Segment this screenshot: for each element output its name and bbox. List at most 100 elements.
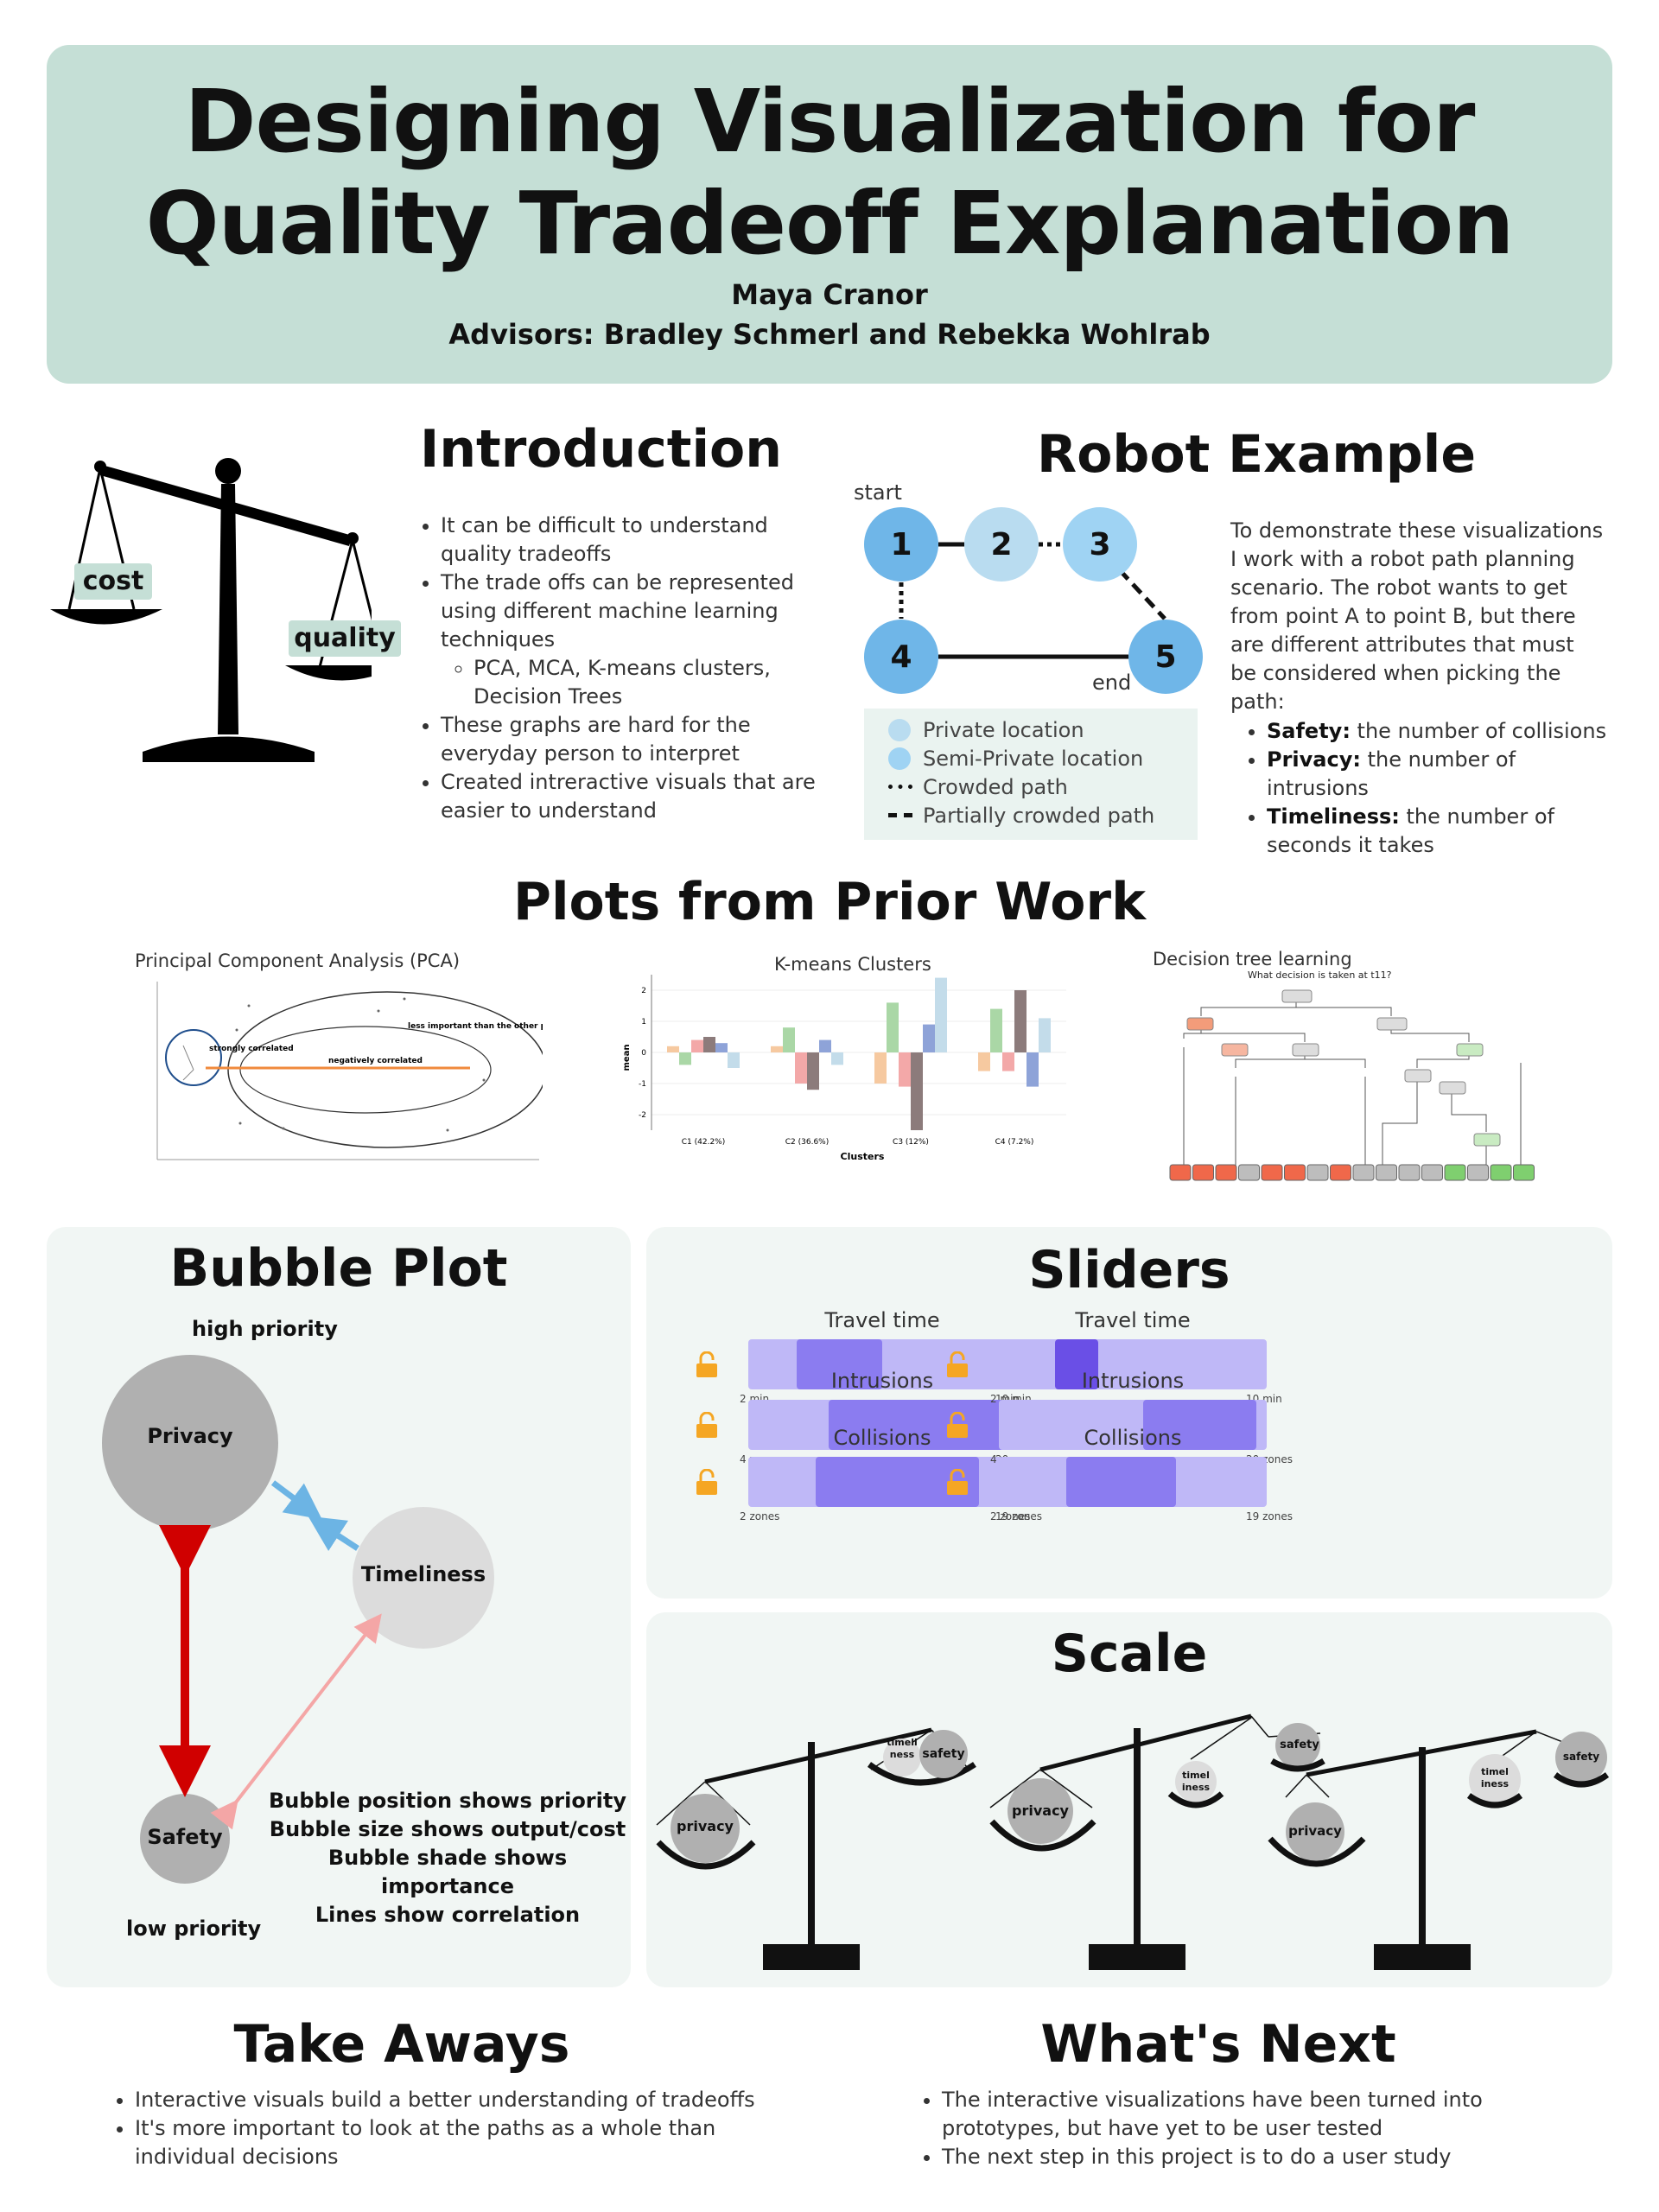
pca-plot: strongly correlated negatively correlate… [156, 982, 543, 1160]
scale3-privacy: privacy [1288, 1823, 1342, 1839]
kmeans-ytick: -1 [639, 1080, 646, 1089]
sliders-heading: Sliders [1028, 1240, 1230, 1300]
kmeans-bar [1039, 1018, 1051, 1052]
tree-leaf [1169, 1164, 1192, 1181]
kmeans-bar [874, 1052, 887, 1084]
safety-bubble-label: Safety [147, 1825, 223, 1849]
kmeans-bar [819, 1039, 831, 1052]
intro-bullet: The trade offs can be represented using … [441, 569, 821, 711]
safety-bubble [140, 1794, 230, 1884]
pca-annotation-less: less important than the other priority v… [408, 1022, 543, 1031]
tree-leaf [1352, 1164, 1375, 1181]
range-slider-track[interactable] [999, 1339, 1267, 1389]
range-slider-track[interactable] [748, 1457, 1016, 1507]
low-priority-label: low priority [126, 1916, 262, 1941]
kmeans-category-label: C2 (36.6%) [785, 1138, 829, 1147]
bubble-note: Bubble shade shows importance [327, 1846, 568, 1898]
kmeans-bar [887, 1002, 899, 1052]
whats-next-heading: What's Next [1040, 2014, 1396, 2075]
kmeans-bar [923, 1024, 935, 1052]
cost-quality-scale-icon [50, 458, 372, 762]
pca-annotation-strong: strongly correlated [209, 1045, 294, 1053]
take-aways-heading: Take Aways [233, 2014, 570, 2075]
tree-leaf [1444, 1164, 1466, 1181]
bubble-notes: Bubble position shows priority Bubble si… [268, 1787, 627, 1929]
cost-label: cost [74, 563, 152, 600]
range-slider-selection[interactable] [1065, 1457, 1176, 1507]
scale2-safety: safety [1280, 1738, 1319, 1751]
kmeans-bar [715, 1043, 728, 1052]
bubble-note: Bubble size shows output/cost [269, 1817, 626, 1841]
unlock-icon[interactable] [945, 1351, 968, 1377]
unlock-icon[interactable] [695, 1469, 717, 1495]
node-2: 2 [964, 507, 1039, 582]
unlock-icon[interactable] [945, 1412, 968, 1438]
kmeans-bar [667, 1046, 679, 1052]
quality-label: quality [289, 620, 401, 657]
path-3-5 [1118, 569, 1166, 620]
scale-1 [656, 1727, 976, 1970]
tree-title: Decision tree learning [1153, 949, 1352, 969]
start-label: start [854, 480, 902, 505]
tree-leaf [1306, 1164, 1329, 1181]
timeliness-bubble-label: Timeliness [360, 1562, 486, 1586]
slider-title: Collisions [833, 1426, 931, 1450]
tree-leaf [1284, 1164, 1306, 1181]
kmeans-title: K-means Clusters [774, 954, 931, 975]
slider-min-label: 2 zones [990, 1510, 1031, 1522]
node-4: 4 [864, 620, 938, 694]
tree-leaf [1215, 1164, 1237, 1181]
kmeans-bar [679, 1052, 691, 1065]
tree-leaf [1376, 1164, 1397, 1181]
robot-legend: Private location Semi-Private location C… [864, 709, 1198, 840]
robot-path-graph [899, 542, 1166, 659]
scale-2 [989, 1713, 1325, 1970]
slider-title: Travel time [1075, 1308, 1191, 1332]
robot-example-heading: Robot Example [1037, 424, 1477, 485]
range-slider-track[interactable] [999, 1457, 1267, 1507]
high-priority-label: high priority [192, 1317, 338, 1341]
range-slider-track[interactable] [748, 1339, 1016, 1389]
whats-next-bullet: The next step in this project is to do a… [942, 2143, 1538, 2171]
safety-timeliness-correlation [210, 1613, 382, 1830]
range-slider-selection[interactable] [829, 1400, 1016, 1450]
attribute-privacy: Privacy: the number of intrusions [1267, 746, 1612, 803]
range-slider-track[interactable] [748, 1400, 1016, 1450]
tree-leaf [1192, 1164, 1214, 1181]
range-slider-selection[interactable] [1055, 1339, 1098, 1389]
range-slider-selection[interactable] [796, 1339, 882, 1389]
kmeans-bar [795, 1052, 807, 1084]
kmeans-bar [783, 1027, 795, 1052]
tree-subtitle: What decision is taken at t11? [1248, 969, 1392, 981]
slider-max-label: 19 zones [995, 1510, 1042, 1522]
scale-panel [646, 1612, 1612, 1987]
bubble-note: Bubble position shows priority [269, 1789, 626, 1813]
unlock-icon[interactable] [695, 1412, 717, 1438]
take-away-bullet: Interactive visuals build a better under… [135, 2086, 766, 2114]
kmeans-bar [831, 1052, 843, 1065]
take-away-bullet: It's more important to look at the paths… [135, 2114, 766, 2171]
scale1-privacy: privacy [677, 1818, 734, 1834]
scale-heading: Scale [1051, 1624, 1208, 1684]
author: Maya Cranor [731, 278, 928, 311]
slider-min-label: 2 zones [740, 1510, 780, 1522]
poster-title: Designing Visualization for Quality Trad… [47, 71, 1612, 275]
kmeans-category-label: C3 (12%) [893, 1138, 929, 1147]
introduction-heading: Introduction [420, 419, 782, 480]
range-slider-selection[interactable] [1143, 1400, 1256, 1450]
legend-semi-private: Semi-Private location [888, 744, 1198, 772]
scale3-timeliness: timel iness [1480, 1766, 1510, 1789]
slider-title: Intrusions [1081, 1369, 1185, 1393]
node-3: 3 [1063, 507, 1137, 582]
robot-description: To demonstrate these visualizations I wo… [1230, 518, 1604, 714]
unlock-icon[interactable] [945, 1469, 968, 1495]
bubble-plot-heading: Bubble Plot [169, 1238, 508, 1299]
kmeans-bar [911, 1052, 923, 1130]
unlock-icon[interactable] [695, 1351, 717, 1377]
kmeans-ytick: -2 [639, 1111, 646, 1120]
kmeans-xlabel: Clusters [841, 1151, 885, 1162]
kmeans-bar [990, 1008, 1002, 1052]
range-slider-track[interactable] [999, 1400, 1267, 1450]
